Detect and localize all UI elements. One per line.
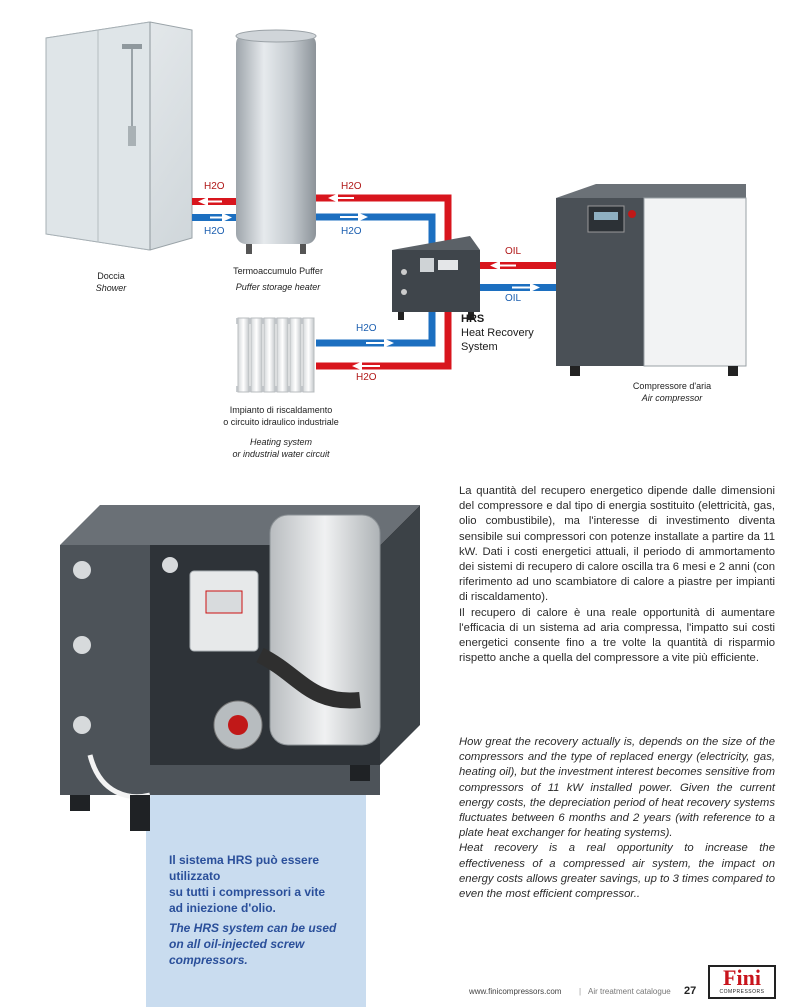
compressor-caption: Compressore d'aria Air compressor: [632, 381, 712, 403]
callout-english: The HRS system can be used on all oil-in…: [169, 921, 337, 967]
italian-paragraph-1: La quantità del recupero energetico dipe…: [459, 485, 775, 604]
h2o-cold-label-3: H2O: [356, 323, 377, 334]
pipes-hrs-heating: [316, 300, 452, 371]
pipes-hrs-compressor: [478, 261, 556, 292]
footer-url[interactable]: www.finicompressors.com: [469, 987, 562, 996]
shower-illustration: [45, 21, 193, 251]
hrs-unit-illustration: [392, 236, 480, 320]
page-number: 27: [684, 985, 697, 997]
english-body-text: How great the recovery actually is, depe…: [459, 735, 775, 902]
puffer-caption: Termoaccumulo Puffer Puffer storage heat…: [233, 266, 323, 292]
footer-separator: |: [579, 987, 582, 996]
heating-caption: Impianto di riscaldamento o circuito idr…: [223, 405, 339, 459]
h2o-hot-label-2: H2O: [341, 181, 362, 192]
footer-catalogue: Air treatment catalogue: [588, 987, 671, 996]
air-compressor-illustration: [556, 184, 747, 376]
oil-hot-label: OIL: [505, 246, 522, 257]
callout-italian: Il sistema HRS può essere utilizzato su …: [169, 853, 326, 915]
italian-paragraph-2: Il recupero di calore è una reale opport…: [459, 606, 775, 665]
pipes-shower-tank: [192, 197, 236, 222]
hrs-label: HRS Heat Recovery System: [461, 313, 534, 353]
h2o-cold-label-2: H2O: [341, 226, 362, 237]
h2o-cold-label-1: H2O: [204, 226, 225, 237]
english-paragraph-2: Heat recovery is a real opportunity to i…: [459, 842, 775, 901]
hrs-unit-photo: [60, 505, 420, 831]
pipes-tank-hrs: [316, 193, 452, 250]
italian-body-text: La quantità del recupero energetico dipe…: [459, 484, 775, 666]
h2o-hot-label-3: H2O: [356, 372, 377, 383]
fini-logo: Fini COMPRESSORS: [708, 965, 776, 999]
h2o-hot-label-1: H2O: [204, 181, 225, 192]
shower-caption: Doccia Shower: [95, 271, 127, 293]
puffer-tank-illustration: [235, 29, 317, 254]
heat-recovery-diagram: [45, 21, 747, 393]
english-paragraph-1: How great the recovery actually is, depe…: [459, 736, 775, 840]
oil-cold-label: OIL: [505, 293, 522, 304]
radiator-illustration: [236, 317, 315, 393]
